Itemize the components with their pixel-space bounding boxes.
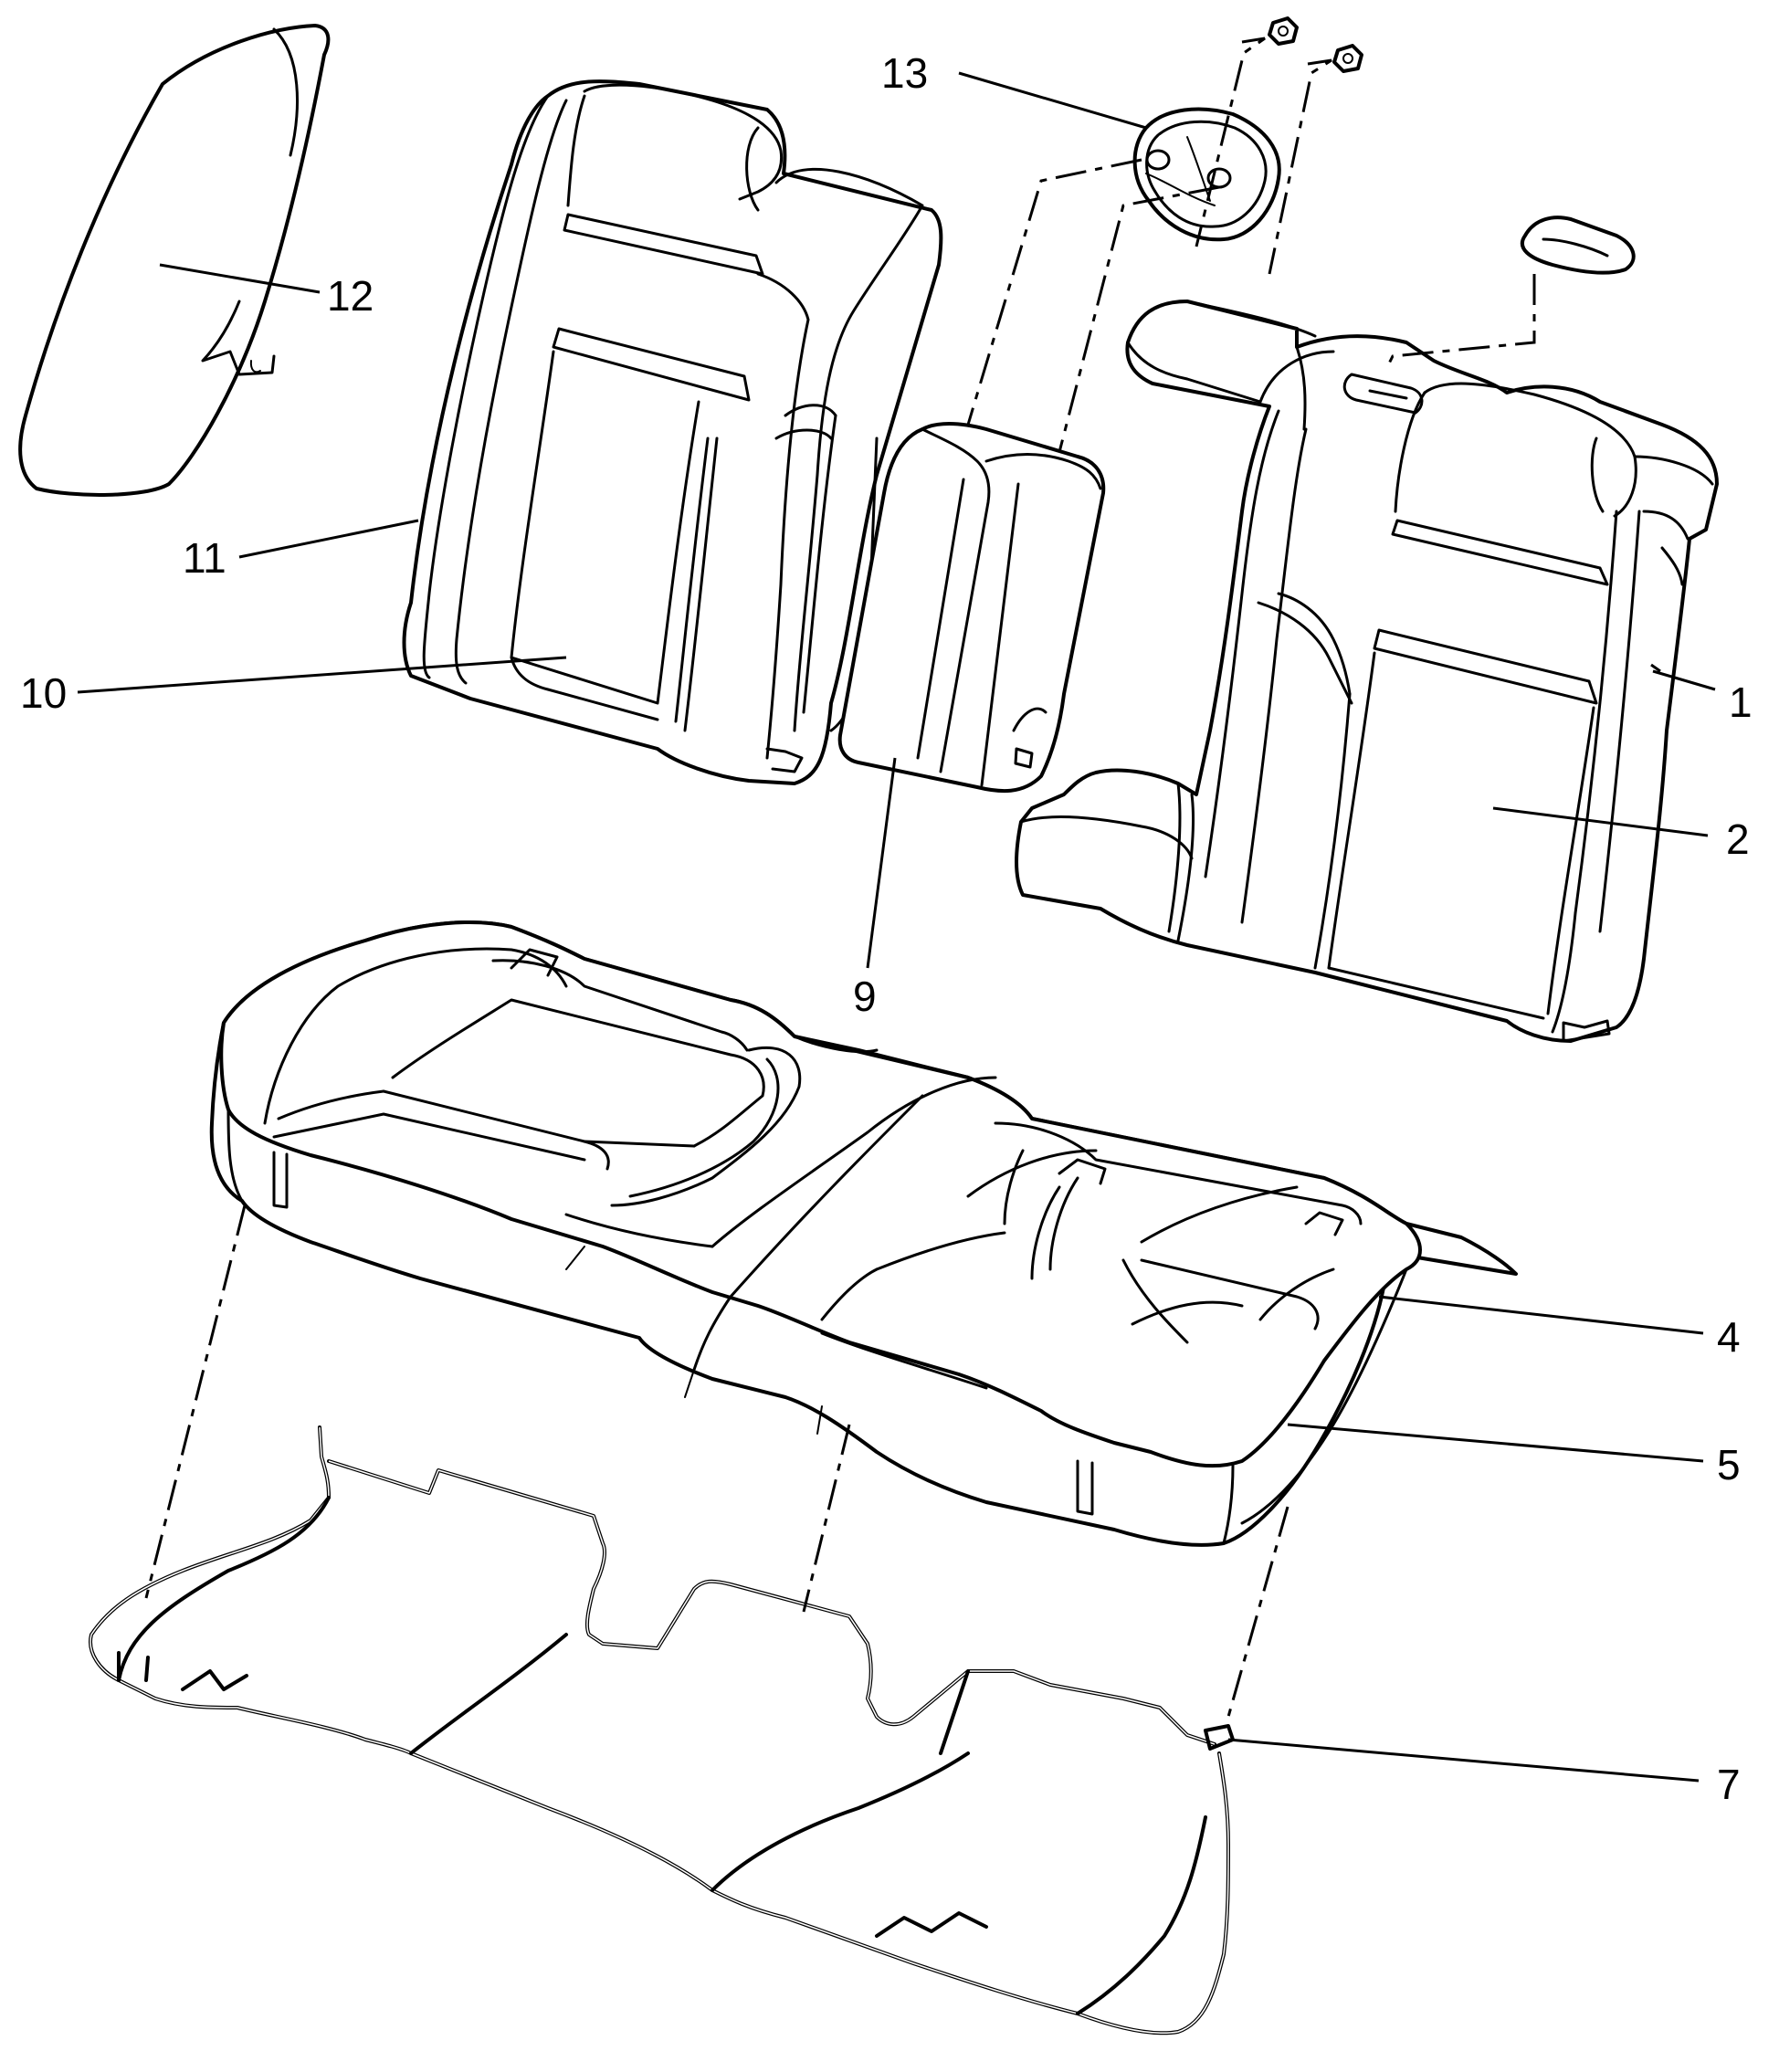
callout-10: 10 — [20, 669, 67, 717]
callout-13: 13 — [881, 49, 928, 97]
callout-2: 2 — [1726, 815, 1750, 863]
callout-labels: 13 12 11 10 9 1 2 4 5 7 — [20, 49, 1753, 1808]
part-1-right-seatback — [1015, 300, 1719, 1043]
callout-11: 11 — [183, 534, 226, 582]
callout-1: 1 — [1729, 678, 1753, 726]
part-7-seat-frame — [89, 1425, 1235, 2035]
callout-12: 12 — [327, 272, 374, 320]
part-handle — [1520, 216, 1636, 275]
assembly-lines — [144, 37, 1536, 1718]
leader-lines — [77, 71, 1716, 1783]
part-4-seat-cushion — [209, 920, 1518, 1547]
callout-7: 7 — [1717, 1761, 1741, 1808]
callout-9: 9 — [853, 973, 877, 1020]
part-10-left-seatback — [402, 79, 943, 785]
part-9-center-armrest — [837, 422, 1106, 794]
callout-4: 4 — [1717, 1313, 1741, 1361]
callout-5: 5 — [1717, 1441, 1741, 1488]
part-12-side-bolster — [18, 24, 331, 497]
